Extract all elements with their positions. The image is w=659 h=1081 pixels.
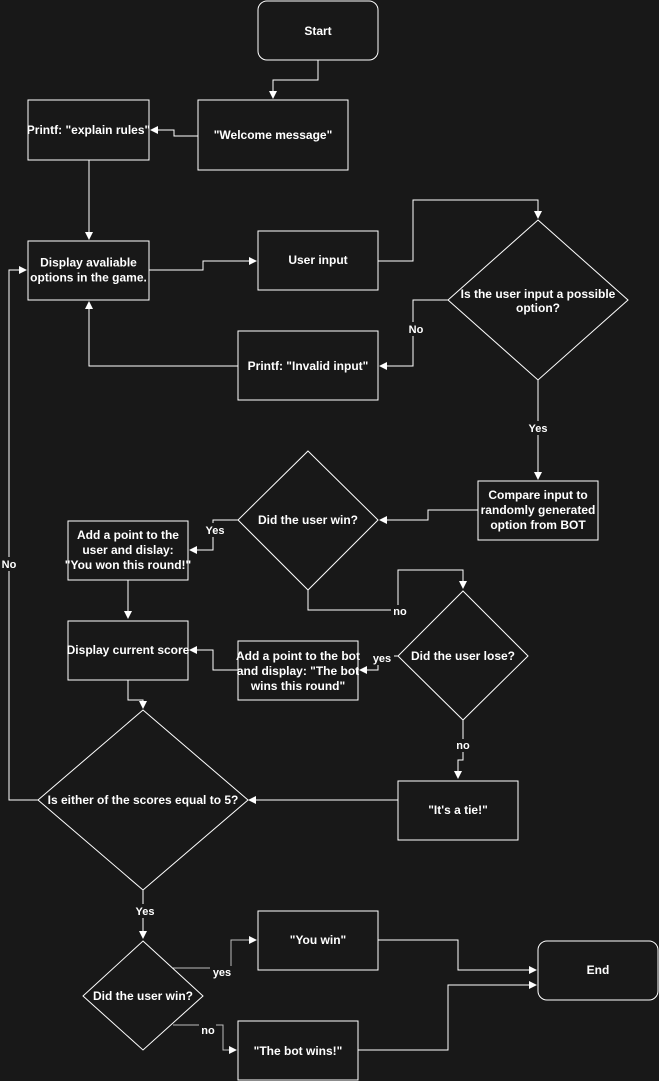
label-no-loop: No	[2, 559, 17, 571]
svg-text:Start: Start	[304, 24, 331, 38]
edge-youwin-end	[378, 939, 537, 974]
node-text-line: "Welcome message"	[214, 128, 333, 142]
svg-text:Display current score: Display current score	[67, 643, 190, 657]
edge-welcome-explain	[150, 126, 198, 137]
svg-text:Is either of the scores equal: Is either of the scores equal to 5?	[48, 793, 239, 807]
svg-text:"It's a tie!": "It's a tie!"	[428, 803, 488, 817]
label-no-to-lose: no	[393, 606, 407, 618]
label-no-invalid: No	[409, 324, 424, 336]
label-no-bot-wins: no	[201, 1025, 215, 1037]
svg-text:"You win": "You win"	[290, 933, 346, 947]
edge-compare-didwin	[379, 509, 478, 524]
node-text-line: and display: "The bot	[237, 664, 359, 678]
start-node: Start	[257, 0, 379, 61]
svg-text:User input: User input	[288, 253, 347, 267]
bot-wins-node: "The bot wins!"	[237, 1020, 359, 1081]
label-yes-compare: Yes	[529, 423, 548, 435]
node-text-line: option from BOT	[490, 518, 586, 532]
svg-text:Did the user win?: Did the user win?	[258, 513, 358, 527]
edge-start-welcome	[269, 60, 319, 99]
svg-text:"Welcome message": "Welcome message"	[214, 128, 333, 142]
label-no-tie: no	[456, 740, 470, 752]
node-text-line: Printf: "Invalid input"	[248, 359, 369, 373]
node-text-line: randomly generated	[481, 503, 596, 517]
svg-text:Printf: "Invalid input": Printf: "Invalid input"	[248, 359, 369, 373]
svg-text:Did the user win?: Did the user win?	[93, 989, 193, 1003]
label-yes-final: Yes	[136, 906, 155, 918]
node-text-line: "You win"	[290, 933, 346, 947]
edge-labels: No Yes Yes no yes no No Yes yes no	[0, 322, 550, 1037]
node-text-line: Did the user win?	[258, 513, 358, 527]
node-text-line: "You won this round!"	[65, 558, 191, 572]
node-text-line: Is the user input a possible	[461, 287, 616, 301]
display-score-node: Display current score	[67, 620, 190, 681]
nodes: Start "Welcome message" Printf: "explain…	[27, 0, 659, 1081]
node-text-line: Compare input to	[488, 488, 587, 502]
node-text-line: Did the user lose?	[411, 649, 515, 663]
node-text-line: Add a point to the	[77, 528, 179, 542]
svg-text:End: End	[587, 963, 610, 977]
edge-didwin-didlose	[307, 569, 467, 611]
node-text-line: Did the user win?	[93, 989, 193, 1003]
node-text-line: "It's a tie!"	[428, 803, 488, 817]
edge-finalwin-youwin	[173, 936, 257, 969]
node-text-line: Display avaliable	[40, 256, 137, 270]
node-text-line: User input	[288, 253, 347, 267]
node-text-line: Display current score	[67, 643, 190, 657]
welcome-node: "Welcome message"	[197, 99, 349, 171]
node-text-line: options in the game.	[30, 271, 147, 285]
edge-score-scores5	[127, 680, 147, 709]
invalid-input-node: Printf: "Invalid input"	[237, 330, 379, 401]
edge-display-input	[149, 257, 257, 271]
label-yes-add-user: Yes	[206, 525, 225, 537]
node-text-line: option?	[516, 301, 560, 315]
node-text-line: End	[587, 963, 610, 977]
explain-rules-node: Printf: "explain rules"	[27, 99, 150, 161]
node-text-line: wins this round"	[250, 679, 345, 693]
svg-text:Printf: "explain rules": Printf: "explain rules"	[27, 123, 150, 137]
final-did-user-win-decision: Did the user win?	[82, 940, 204, 1051]
node-text-line: Is either of the scores equal to 5?	[48, 793, 239, 807]
you-win-node: "You win"	[257, 910, 379, 971]
node-text-line: "The bot wins!"	[254, 1044, 343, 1058]
edge-addbot-score	[189, 646, 238, 671]
scores-equal-5-decision: Is either of the scores equal to 5?	[37, 709, 249, 891]
svg-text:"The bot wins!": "The bot wins!"	[254, 1044, 343, 1058]
did-user-lose-decision: Did the user lose?	[397, 590, 529, 721]
node-text-line: Add a point to the bot	[236, 649, 360, 663]
edge-finalwin-botwins	[173, 1024, 237, 1054]
edge-scores5-display	[8, 266, 38, 801]
label-yes-add-bot: yes	[373, 653, 391, 665]
edge-input-possible	[378, 199, 542, 262]
edge-invalid-display	[85, 301, 238, 367]
did-user-win-decision: Did the user win?	[237, 450, 379, 591]
node-text-line: user and dislay:	[82, 543, 173, 557]
tie-node: "It's a tie!"	[397, 780, 519, 841]
node-text-line: Printf: "explain rules"	[27, 123, 150, 137]
node-text-line: Start	[304, 24, 331, 38]
user-input-node: User input	[257, 230, 379, 291]
label-yes-you-win: yes	[213, 967, 231, 979]
end-node: End	[537, 940, 659, 1001]
edge-botwins-end	[358, 981, 537, 1051]
svg-text:Did the user lose?: Did the user lose?	[411, 649, 515, 663]
